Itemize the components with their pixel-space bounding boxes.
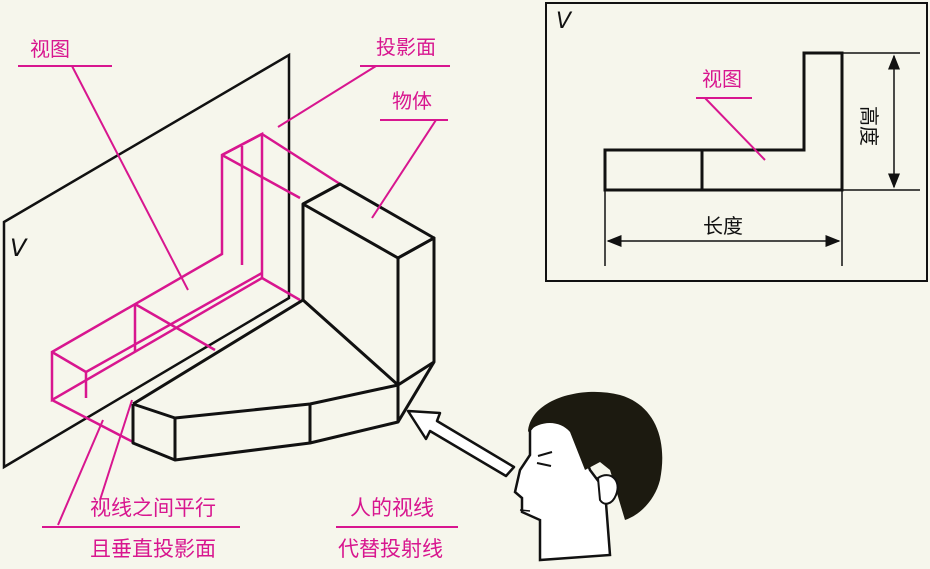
height-dimension: [842, 52, 920, 191]
height-label: 高度: [857, 106, 881, 146]
projection-plane-label-group: 投影面: [277, 35, 450, 128]
sight-line-label-line2: 代替投射线: [338, 537, 443, 561]
length-label: 长度: [703, 214, 743, 238]
object-label-group: 物体: [371, 89, 448, 219]
object-label: 物体: [392, 89, 432, 113]
observer-head-icon: [513, 391, 663, 562]
parallel-label-group: 视线之间平行 且垂直投影面: [42, 399, 240, 561]
right-plane-label: V: [556, 9, 573, 34]
left-plane-label: V: [10, 234, 28, 262]
inset-view-panel: [545, 2, 928, 282]
view-label: 视图: [30, 37, 70, 61]
projection-plane: [2, 52, 291, 470]
parallel-label-line2: 且垂直投影面: [90, 537, 216, 561]
projection-plane-label: 投影面: [376, 35, 436, 59]
projected-view: [50, 131, 341, 444]
sight-line-label-line1: 人的视线: [350, 496, 434, 520]
object-3d: [131, 182, 436, 462]
length-dimension: [604, 190, 843, 266]
inset-view-label-group: 视图: [696, 67, 766, 161]
view-label-group: 视图: [18, 37, 189, 291]
parallel-label-line1: 视线之间平行: [90, 496, 216, 520]
sight-arrow: [406, 409, 516, 478]
inset-view-label: 视图: [702, 67, 742, 91]
sight-line-label-group: 人的视线 代替投射线: [336, 496, 458, 561]
